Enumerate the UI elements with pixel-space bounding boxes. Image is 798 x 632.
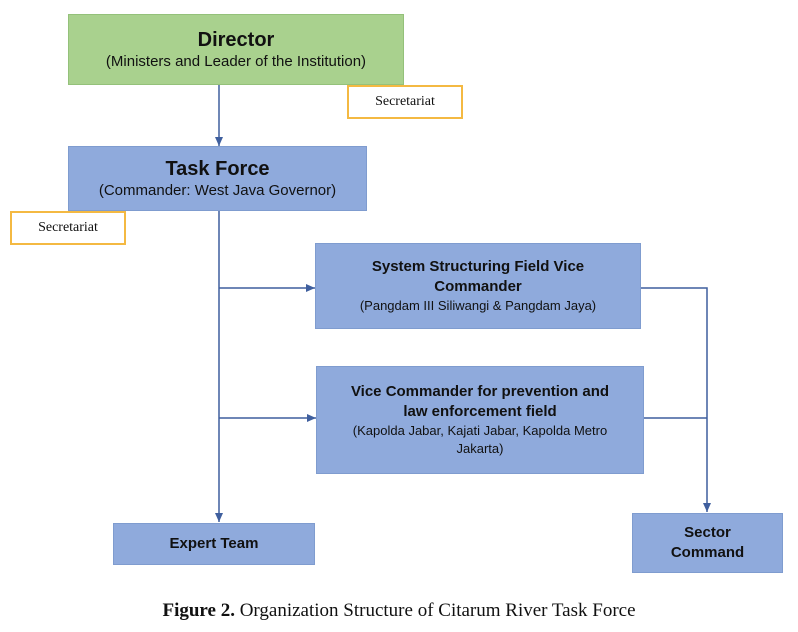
sector-command-box: Sector Command [632,513,783,573]
prevention-vice-box: Vice Commander for prevention and law en… [316,366,644,474]
system-vice-subtitle: (Pangdam III Siliwangi & Pangdam Jaya) [359,298,597,313]
director-box: Director (Ministers and Leader of the In… [68,14,404,85]
sector-command-line1: Sector [684,524,731,541]
prevention-vice-subtitle-line2: Jakarta) [456,441,504,456]
figure-caption-text: Organization Structure of Citarum River … [234,600,636,621]
figure-caption: Figure 2. Organization Structure of Cita… [0,600,798,622]
secretariat-director: Secretariat [347,85,463,119]
prevention-vice-title-line1: Vice Commander for prevention and [350,383,610,400]
prevention-vice-title-line2: law enforcement field [403,403,557,420]
task-force-title: Task Force [165,157,270,180]
secretariat-director-label: Secretariat [375,94,435,109]
line-system-vice-to-sector [641,287,711,512]
system-vice-title-line1: System Structuring Field Vice [371,258,585,275]
system-vice-title-line2: Commander [434,278,522,295]
sector-command-line2: Command [670,544,745,561]
task-force-subtitle: (Commander: West Java Governor) [98,181,337,199]
secretariat-taskforce: Secretariat [10,211,126,245]
system-vice-box: System Structuring Field Vice Commander … [315,243,641,329]
figure-caption-label: Figure 2. [162,600,235,621]
expert-team-box: Expert Team [113,523,315,565]
director-subtitle: (Ministers and Leader of the Institution… [105,52,367,70]
director-title: Director [197,28,275,51]
secretariat-taskforce-label: Secretariat [38,220,98,235]
expert-team-label: Expert Team [169,535,259,552]
task-force-box: Task Force (Commander: West Java Governo… [68,146,367,211]
prevention-vice-subtitle-line1: (Kapolda Jabar, Kajati Jabar, Kapolda Me… [352,423,608,438]
